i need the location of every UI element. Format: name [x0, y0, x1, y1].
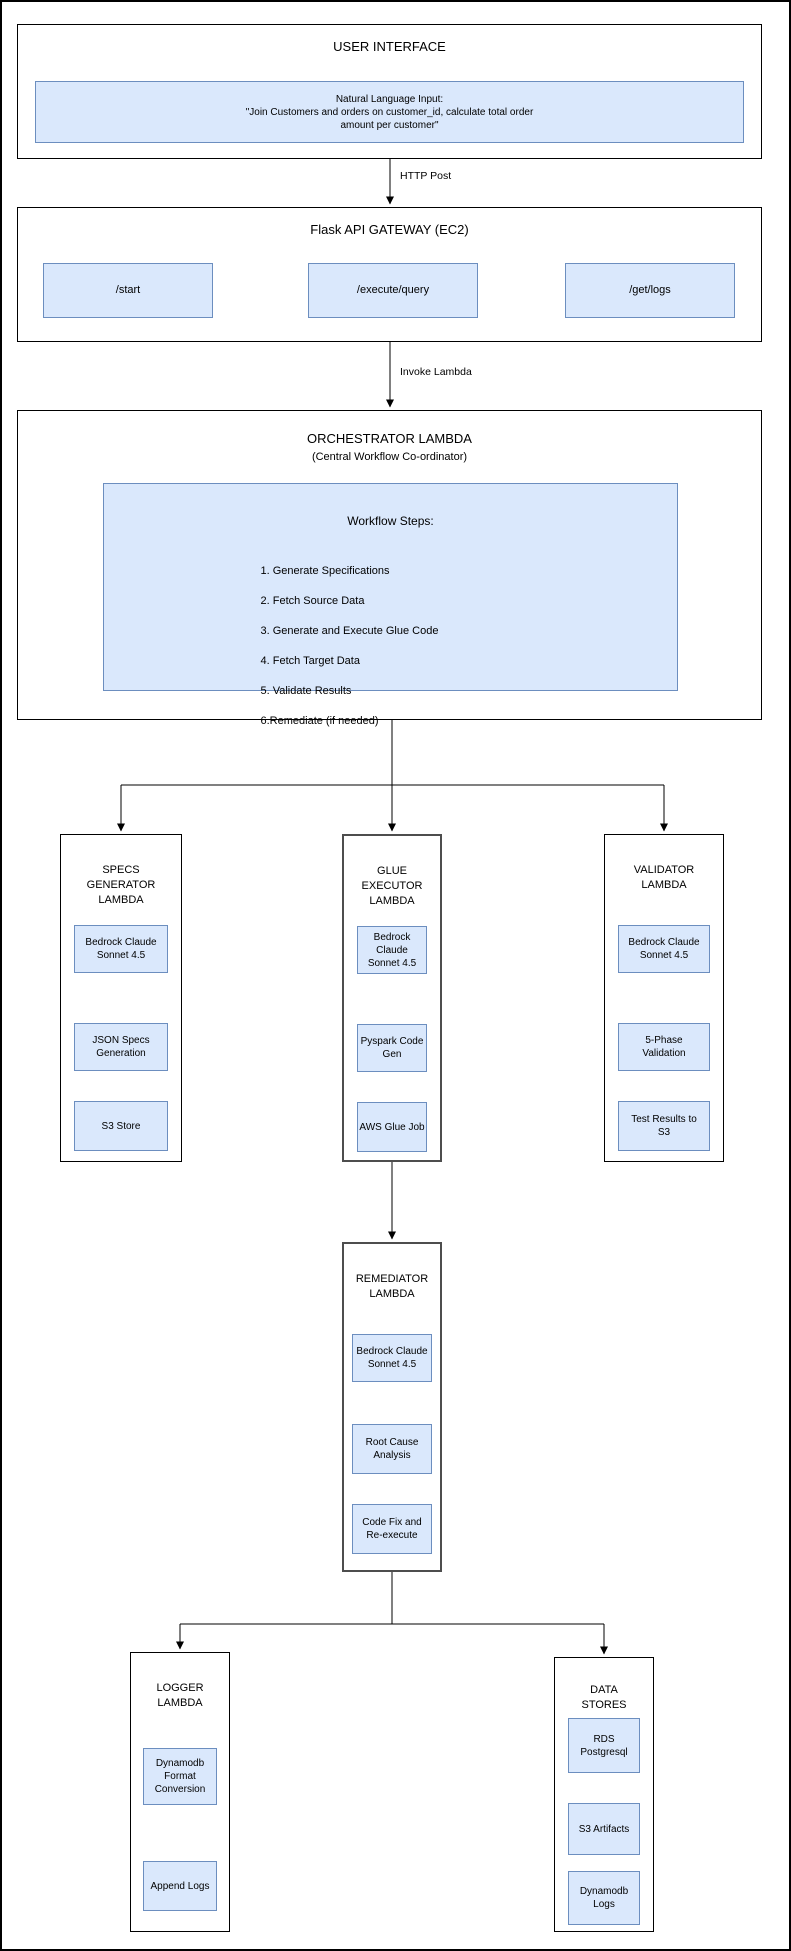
endpoint-execute-query: /execute/query [308, 263, 478, 318]
endpoint-start: /start [43, 263, 213, 318]
orchestrator-subtitle: (Central Workflow Co-ordinator) [311, 451, 468, 463]
root-cause-analysis-box: Root Cause Analysis [352, 1424, 432, 1474]
natural-language-input-box: Natural Language Input: "Join Customers … [35, 81, 744, 143]
five-phase-validation-box: 5-Phase Validation [618, 1023, 710, 1071]
aws-glue-job-box: AWS Glue Job [357, 1102, 427, 1152]
workflow-steps-title: Workflow Steps: [347, 514, 434, 528]
s3-store-box: S3 Store [74, 1101, 168, 1151]
workflow-steps-list: 1. Generate Specifications 2. Fetch Sour… [104, 550, 677, 743]
specs-bedrock-claude-box: Bedrock Claude Sonnet 4.5 [74, 925, 168, 973]
remediator-title: REMEDIATOR LAMBDA [355, 1273, 429, 1300]
workflow-step: 4. Fetch Target Data [260, 655, 360, 667]
workflow-step: 6.Remediate (if needed) [260, 715, 379, 727]
workflow-step: 2. Fetch Source Data [260, 595, 365, 607]
logger-lambda-box: LOGGER LAMBDA Dynamodb Format Conversion… [130, 1652, 230, 1932]
validator-title: VALIDATOR LAMBDA [633, 864, 695, 891]
workflow-step: 1. Generate Specifications [260, 565, 390, 577]
endpoint-get-logs: /get/logs [565, 263, 735, 318]
data-stores-box: DATA STORES RDS Postgresql S3 Artifacts … [554, 1657, 654, 1932]
code-fix-re-execute-box: Code Fix and Re-execute [352, 1504, 432, 1554]
specs-generator-title: SPECS GENERATOR LAMBDA [86, 864, 156, 906]
remediator-bedrock-claude-box: Bedrock Claude Sonnet 4.5 [352, 1334, 432, 1382]
specs-generator-lambda-box: SPECS GENERATOR LAMBDA Bedrock Claude So… [60, 834, 182, 1162]
pyspark-code-gen-box: Pyspark Code Gen [357, 1024, 427, 1072]
glue-executor-lambda-box: GLUE EXECUTOR LAMBDA Bedrock Claude Sonn… [342, 834, 442, 1162]
append-logs-box: Append Logs [143, 1861, 217, 1911]
user-interface-title: USER INTERFACE [333, 39, 446, 54]
glue-bedrock-claude-box: Bedrock Claude Sonnet 4.5 [357, 926, 427, 974]
orchestrator-lambda-box: ORCHESTRATOR LAMBDA (Central Workflow Co… [17, 410, 762, 727]
json-specs-generation-box: JSON Specs Generation [74, 1023, 168, 1071]
glue-executor-title: GLUE EXECUTOR LAMBDA [361, 865, 423, 907]
workflow-steps-box: Workflow Steps: 1. Generate Specificatio… [103, 483, 678, 727]
remediator-lambda-box: REMEDIATOR LAMBDA Bedrock Claude Sonnet … [342, 1242, 442, 1572]
user-interface-box: USER INTERFACE Natural Language Input: "… [17, 24, 762, 159]
rds-postgresql-box: RDS Postgresql [568, 1718, 640, 1773]
test-results-to-s3-box: Test Results to S3 [618, 1101, 710, 1151]
flask-api-gateway-title: Flask API GATEWAY (EC2) [310, 222, 469, 237]
invoke-lambda-label: Invoke Lambda [400, 366, 472, 378]
validator-bedrock-claude-box: Bedrock Claude Sonnet 4.5 [618, 925, 710, 973]
logger-title: LOGGER LAMBDA [156, 1682, 204, 1709]
workflow-step: 5. Validate Results [260, 685, 352, 697]
validator-lambda-box: VALIDATOR LAMBDA Bedrock Claude Sonnet 4… [604, 834, 724, 1162]
flask-api-gateway-box: Flask API GATEWAY (EC2) /start /execute/… [17, 207, 762, 342]
dynamodb-logs-box: Dynamodb Logs [568, 1871, 640, 1925]
data-stores-title: DATA STORES [581, 1684, 627, 1711]
workflow-step: 3. Generate and Execute Glue Code [260, 625, 439, 637]
s3-artifacts-box: S3 Artifacts [568, 1803, 640, 1855]
orchestrator-title: ORCHESTRATOR LAMBDA [307, 431, 472, 446]
http-post-label: HTTP Post [400, 170, 452, 182]
dynamodb-format-conversion-box: Dynamodb Format Conversion [143, 1748, 217, 1805]
